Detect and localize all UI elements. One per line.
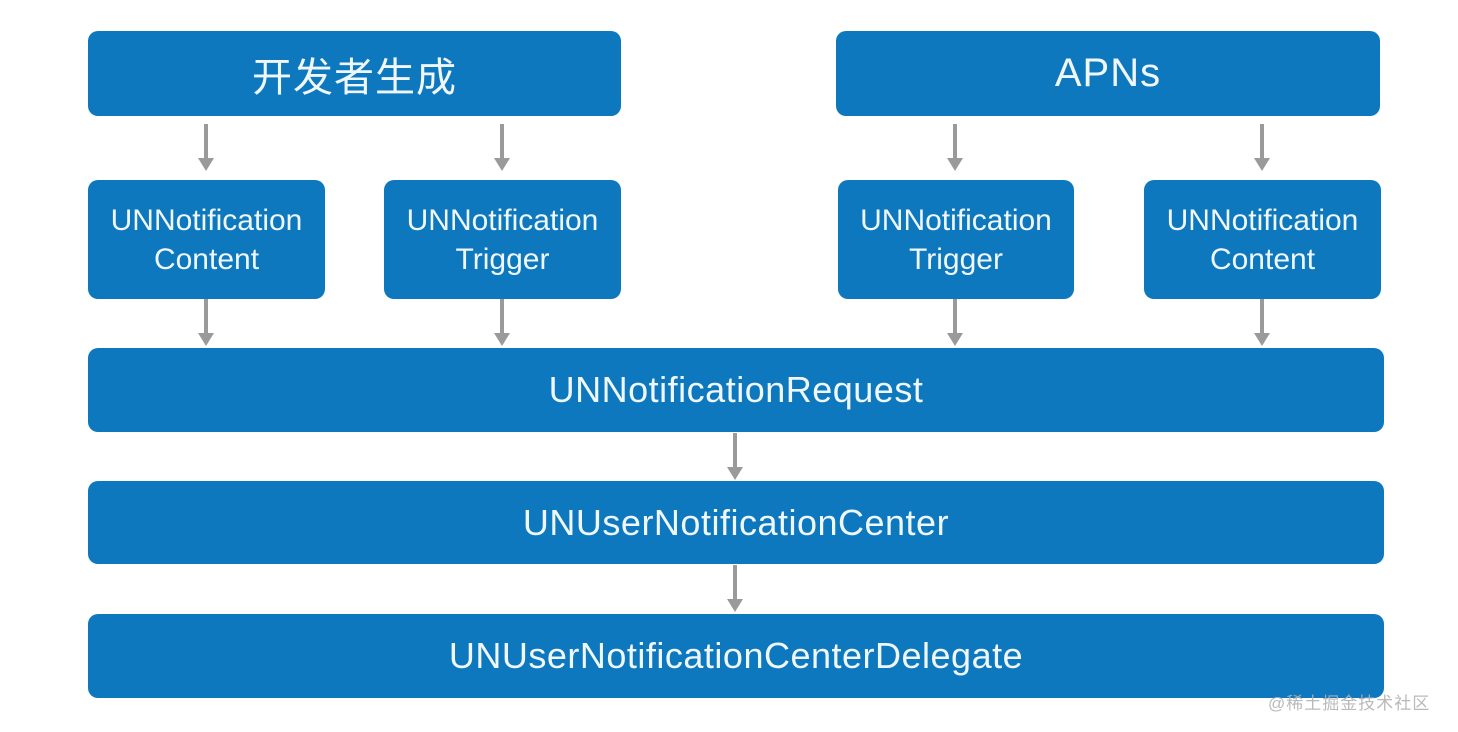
down-arrow-icon [1254, 299, 1270, 346]
down-arrow-icon [198, 124, 214, 171]
down-arrow-icon [947, 299, 963, 346]
down-arrow-icon [727, 565, 743, 612]
node-developer-generated: 开发者生成 [88, 31, 621, 116]
node-unnotification-content-developer: UNNotification Content [88, 180, 325, 299]
node-unnotification-content-apns: UNNotification Content [1144, 180, 1381, 299]
down-arrow-icon [727, 433, 743, 480]
node-unnotification-trigger-apns: UNNotification Trigger [838, 180, 1074, 299]
down-arrow-icon [198, 299, 214, 346]
node-unusernotificationcenterdelegate: UNUserNotificationCenterDelegate [88, 614, 1384, 698]
juejin-watermark: @稀土掘金技术社区 [1268, 694, 1431, 713]
node-apns: APNs [836, 31, 1380, 116]
down-arrow-icon [494, 124, 510, 171]
node-unnotificationrequest: UNNotificationRequest [88, 348, 1384, 432]
down-arrow-icon [1254, 124, 1270, 171]
node-unnotification-trigger-developer: UNNotification Trigger [384, 180, 621, 299]
down-arrow-icon [494, 299, 510, 346]
down-arrow-icon [947, 124, 963, 171]
node-unusernotificationcenter: UNUserNotificationCenter [88, 481, 1384, 564]
